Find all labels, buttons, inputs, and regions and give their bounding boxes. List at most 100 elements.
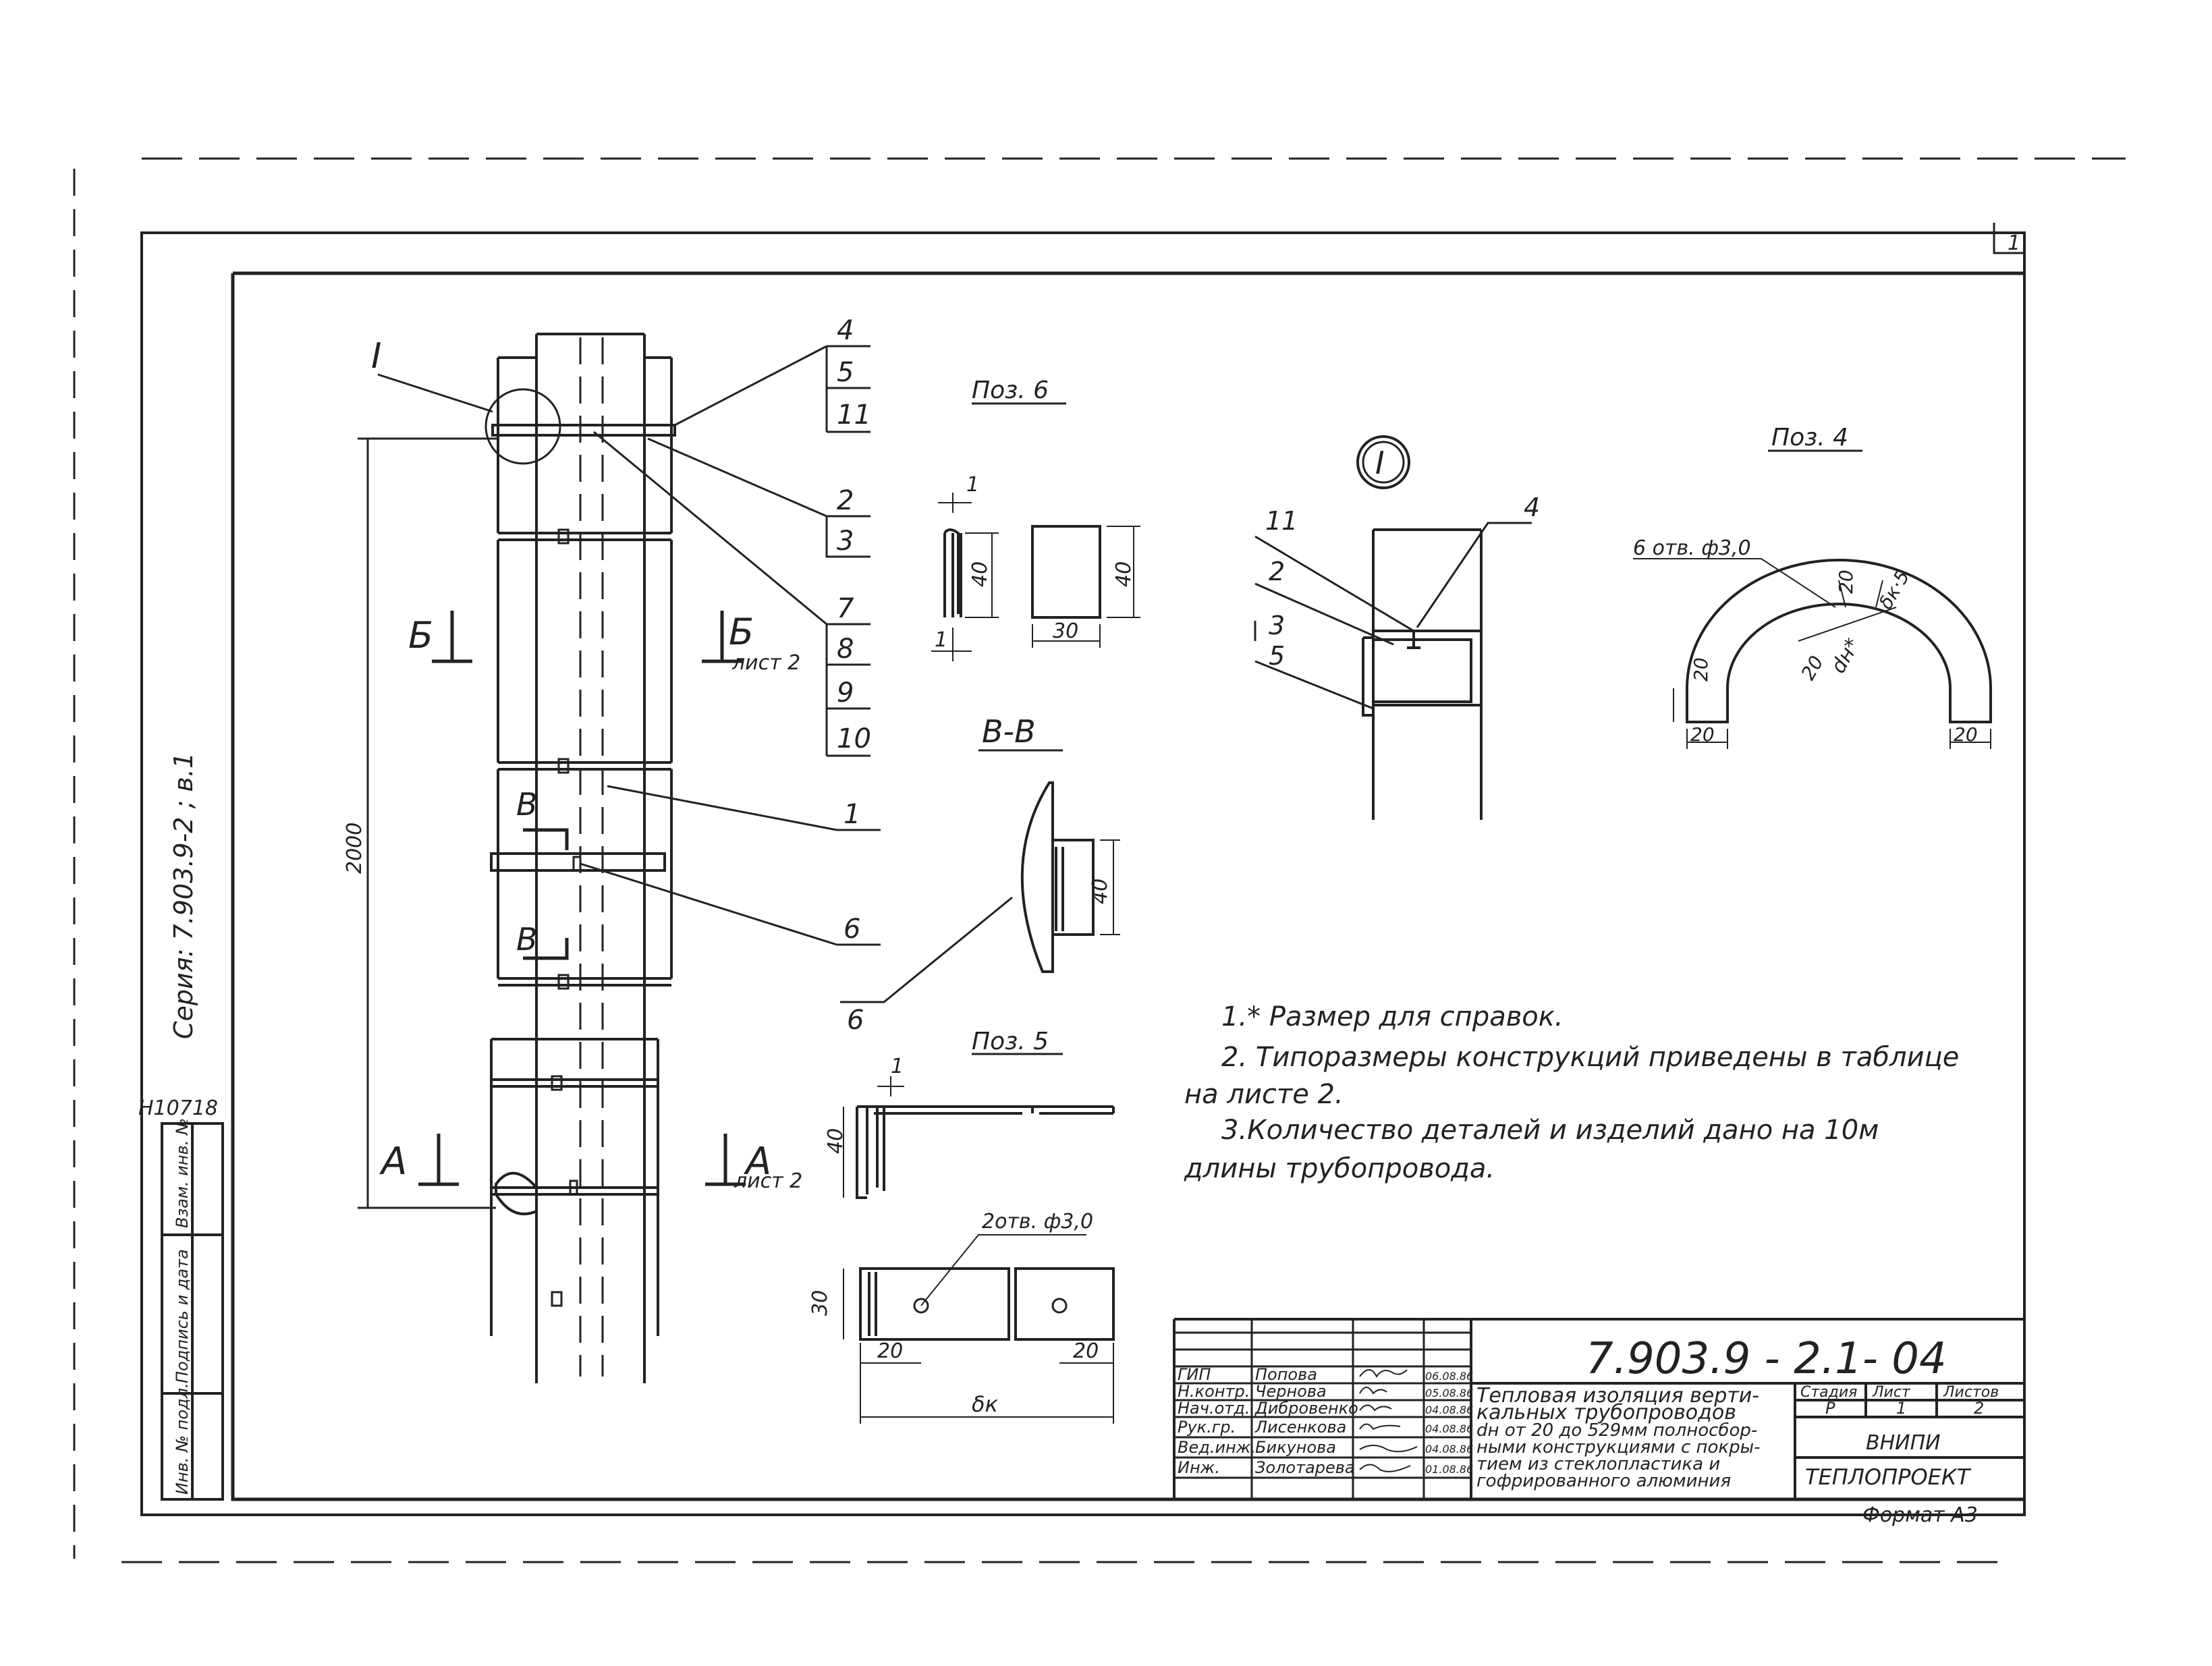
tb-desc-4: тием из стеклопластика и xyxy=(1476,1454,1720,1474)
poz4-dim-6: 20 xyxy=(1690,723,1715,746)
tb-date-0: 06.08.86 xyxy=(1425,1370,1473,1383)
position-3: 3 xyxy=(837,526,854,557)
detail-I-pos-2: 2 xyxy=(1269,557,1285,586)
tb-role-3: Рук.гр. xyxy=(1178,1418,1236,1437)
position-5: 5 xyxy=(837,357,854,388)
section-V-top: В xyxy=(516,786,538,823)
sheet-border xyxy=(73,157,2126,1563)
position-11: 11 xyxy=(837,399,871,431)
tb-date-1: 05.08.86 xyxy=(1425,1387,1473,1399)
inventory-code: Н10718 xyxy=(138,1096,218,1120)
poz5-drawing xyxy=(843,1053,1115,1424)
tb-date-5: 01.08.86 xyxy=(1425,1463,1473,1476)
section-vv-dim: 40 xyxy=(1088,879,1112,904)
tb-desc-1: кальных трубопроводов xyxy=(1476,1401,1736,1424)
callout-I-label: I xyxy=(371,336,381,377)
side-stamp-inv: Инв. № подл. xyxy=(173,1383,192,1495)
tb-desc-0: Тепловая изоляция верти- xyxy=(1476,1384,1759,1408)
note-3-cont: длины трубопровода. xyxy=(1184,1153,1495,1184)
section-A-sheet: лист 2 xyxy=(734,1169,802,1193)
tb-sheets: 2 xyxy=(1974,1399,1984,1418)
tb-name-1: Чернова xyxy=(1255,1382,1327,1401)
note-2: 2. Типоразмеры конструкций приведены в т… xyxy=(1221,1042,1959,1073)
tb-org-2: ТЕПЛОПРОЕКТ xyxy=(1805,1464,1972,1490)
note-3: 3.Количество деталей и изделий дано на 1… xyxy=(1221,1115,1879,1146)
tb-code: 7.903.9 - 2.1- 04 xyxy=(1586,1334,1947,1384)
section-markers xyxy=(418,611,746,1186)
notes: 1.* Размер для справок. 2. Типоразмеры к… xyxy=(1184,1001,1959,1184)
section-V-bottom: В xyxy=(516,921,538,957)
note-1: 1.* Размер для справок. xyxy=(1221,1001,1564,1032)
tb-role-2: Нач.отд. xyxy=(1178,1399,1250,1418)
section-B-sheet: лист 2 xyxy=(731,651,800,675)
poz6-dim-t2: 1 xyxy=(935,628,947,652)
tb-role-4: Вед.инж. xyxy=(1178,1438,1256,1457)
tb-sheet: 1 xyxy=(1896,1399,1906,1418)
tb-role-1: Н.контр. xyxy=(1178,1382,1250,1401)
tb-name-5: Золотарева xyxy=(1255,1458,1355,1477)
poz5-dim-w: 30 xyxy=(808,1290,832,1316)
detail-I-pos-4: 4 xyxy=(1524,493,1540,522)
position-6: 6 xyxy=(844,914,860,945)
poz4-dim-5: 20 xyxy=(1690,657,1712,682)
detail-I-pos-3: 3 xyxy=(1269,611,1285,640)
poz4-dim-3: 20 xyxy=(1796,652,1827,684)
side-stamp-replace: Взам. инв. № xyxy=(173,1118,192,1228)
tb-desc-5: гофрированного алюминия xyxy=(1476,1471,1731,1491)
position-7: 7 xyxy=(837,593,854,624)
tb-sheet-header: Лист xyxy=(1872,1384,1911,1401)
side-stamp xyxy=(161,1122,224,1501)
side-stamp-sign: Подпись и дата xyxy=(173,1249,192,1383)
poz5-dim-a: 20 xyxy=(877,1339,903,1363)
tb-name-0: Попова xyxy=(1255,1365,1317,1384)
section-A-left: А xyxy=(379,1140,407,1184)
position-10: 10 xyxy=(837,723,871,754)
section-B-right: Б xyxy=(729,611,754,653)
poz6-drawing xyxy=(931,402,1140,661)
poz4-title: Поз. 4 xyxy=(1771,424,1848,451)
note-2-cont: на листе 2. xyxy=(1184,1079,1344,1110)
poz6-dim-t1: 1 xyxy=(966,473,979,497)
poz4-holes: 6 отв. ф3,0 xyxy=(1633,536,1751,560)
tb-date-3: 04.08.86 xyxy=(1425,1422,1473,1435)
position-8: 8 xyxy=(837,634,854,665)
poz5-dim-len: δк xyxy=(972,1391,999,1417)
tb-date-4: 04.08.86 xyxy=(1425,1443,1473,1455)
tb-desc-3: ными конструкциями с покры- xyxy=(1476,1437,1761,1457)
poz6-dim-h2: 40 xyxy=(1112,561,1136,587)
poz4-drawing xyxy=(1633,449,1992,749)
detail-I-drawing xyxy=(1254,435,1532,820)
format-label: Формат А3 xyxy=(1862,1503,1978,1527)
poz5-holes: 2отв. ф3,0 xyxy=(982,1210,1093,1233)
series-label: Серия: 7.903.9-2 ; в.1 xyxy=(169,752,198,1039)
section-B-left: Б xyxy=(408,614,433,657)
poz4-dim-7: 20 xyxy=(1954,723,1978,746)
detail-I-title: I xyxy=(1375,445,1385,481)
poz6-dim-h1: 40 xyxy=(968,561,992,587)
detail-I-pos-5: 5 xyxy=(1269,641,1285,671)
title-block xyxy=(1173,1318,2024,1499)
tb-name-2: Дибровенко xyxy=(1254,1399,1358,1418)
poz5-dim-b: 20 xyxy=(1073,1339,1099,1363)
tb-org-1: ВНИПИ xyxy=(1866,1431,1941,1455)
tb-date-2: 04.08.86 xyxy=(1425,1404,1473,1416)
section-A-right: А xyxy=(744,1140,771,1184)
poz5-dim-h: 40 xyxy=(824,1128,848,1154)
poz6-title: Поз. 6 xyxy=(972,377,1049,404)
poz4-dim-4: dн* xyxy=(1827,634,1865,677)
tb-stage: Р xyxy=(1825,1399,1835,1418)
poz4-dim-1: 20 xyxy=(1835,570,1857,594)
position-1: 1 xyxy=(844,799,860,830)
position-leaders xyxy=(580,345,881,946)
section-vv-drawing xyxy=(840,749,1120,1003)
tb-sheets-header: Листов xyxy=(1943,1384,1999,1401)
tb-name-4: Бикунова xyxy=(1255,1438,1336,1457)
tb-role-5: Инж. xyxy=(1178,1458,1220,1477)
dim-2000: 2000 xyxy=(343,823,366,874)
tb-desc-2: dн от 20 до 529мм полносбор- xyxy=(1476,1420,1757,1441)
poz5-dim-t: 1 xyxy=(891,1055,904,1078)
position-9: 9 xyxy=(837,677,854,709)
detail-I-pos-11: 11 xyxy=(1265,506,1298,536)
tb-stage-header: Стадия xyxy=(1800,1384,1857,1401)
